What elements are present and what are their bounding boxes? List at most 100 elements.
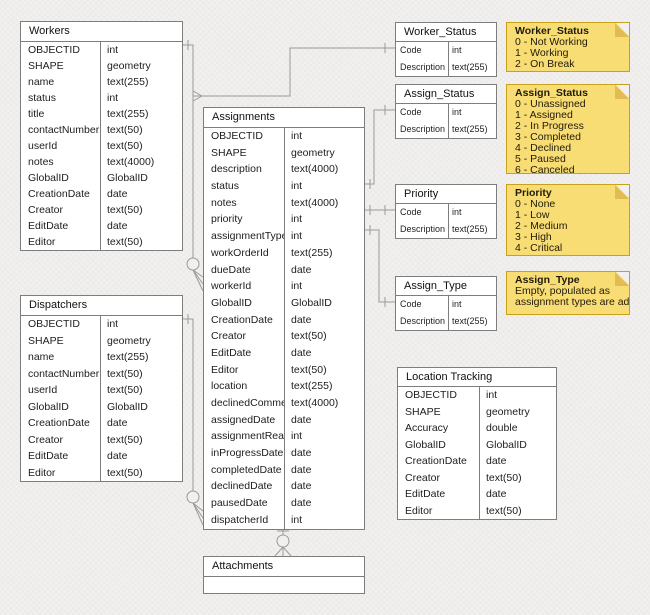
table-row[interactable]: completedDate date — [204, 462, 364, 479]
connector-assignments-assigntype[interactable] — [365, 225, 395, 307]
entity-title[interactable]: Attachments — [204, 557, 364, 577]
entity-location-tracking[interactable]: Location Tracking OBJECTID int SHAPE geo… — [397, 367, 557, 520]
connector-assignments-priority[interactable] — [365, 205, 395, 215]
entity-worker-status[interactable]: Worker_Status Code int Description text(… — [395, 22, 497, 77]
connector-assignments-assignstatus[interactable] — [365, 105, 395, 189]
table-row[interactable]: location text(255) — [204, 378, 364, 395]
table-row[interactable]: notes text(4000) — [204, 195, 364, 212]
table-row[interactable]: SHAPE geometry — [21, 333, 182, 350]
table-row[interactable]: Creator text(50) — [204, 328, 364, 345]
table-row[interactable]: Editor text(50) — [21, 465, 182, 482]
table-row[interactable]: dueDate date — [204, 262, 364, 279]
table-row[interactable]: Code int — [396, 204, 496, 221]
entity-title[interactable]: Assign_Status — [396, 85, 496, 104]
field-rows: Code int Description text(255) — [396, 204, 496, 238]
table-row[interactable]: Creator text(50) — [21, 432, 182, 449]
table-row[interactable]: Description text(255) — [396, 121, 496, 138]
table-row[interactable]: assignedDate date — [204, 412, 364, 429]
table-row[interactable]: pausedDate date — [204, 495, 364, 512]
field-name: Creator — [405, 471, 441, 484]
table-row[interactable]: SHAPE geometry — [204, 145, 364, 162]
table-row[interactable]: Description text(255) — [396, 221, 496, 238]
table-row[interactable]: SHAPE geometry — [21, 58, 182, 74]
table-row[interactable]: CreationDate date — [204, 312, 364, 329]
table-row[interactable]: Creator text(50) — [21, 202, 182, 218]
connector-dispatchers-assignments[interactable] — [183, 314, 204, 526]
entity-assign-status[interactable]: Assign_Status Code int Description text(… — [395, 84, 497, 139]
entity-title[interactable]: Worker_Status — [396, 23, 496, 42]
field-type: text(4000) — [291, 196, 339, 209]
field-type: date — [291, 346, 312, 359]
table-row[interactable]: OBJECTID int — [21, 42, 182, 58]
entity-priority[interactable]: Priority Code int Description text(255) — [395, 184, 497, 239]
table-row[interactable]: Description text(255) — [396, 59, 496, 76]
table-row[interactable]: declinedDate date — [204, 478, 364, 495]
table-row[interactable]: Accuracy double — [398, 420, 556, 437]
table-row[interactable]: priority int — [204, 211, 364, 228]
table-row[interactable]: SHAPE geometry — [398, 404, 556, 421]
entity-title[interactable]: Dispatchers — [21, 296, 182, 316]
connector-workers-workerstatus[interactable] — [192, 43, 395, 102]
table-row[interactable]: contactNumber text(50) — [21, 122, 182, 138]
entity-title[interactable]: Assign_Type — [396, 277, 496, 296]
table-row[interactable]: description text(4000) — [204, 161, 364, 178]
table-row[interactable]: CreationDate date — [21, 415, 182, 432]
entity-workers[interactable]: Workers OBJECTID int SHAPE geometry name… — [20, 21, 183, 251]
connector-assignments-attachments[interactable] — [274, 527, 292, 557]
table-row[interactable]: declinedComment text(4000) — [204, 395, 364, 412]
table-row[interactable]: userId text(50) — [21, 382, 182, 399]
table-row[interactable]: status int — [21, 90, 182, 106]
table-row[interactable]: name text(255) — [21, 74, 182, 90]
table-row[interactable]: EditDate date — [21, 218, 182, 234]
table-row[interactable]: Editor text(50) — [204, 362, 364, 379]
field-name: userId — [28, 384, 58, 396]
table-row[interactable]: contactNumber text(50) — [21, 366, 182, 383]
table-row[interactable]: EditDate date — [21, 448, 182, 465]
table-row[interactable]: EditDate date — [204, 345, 364, 362]
table-row[interactable]: name text(255) — [21, 349, 182, 366]
table-row[interactable]: GlobalID GlobalID — [21, 399, 182, 416]
table-row[interactable]: CreationDate date — [21, 186, 182, 202]
table-row[interactable]: Code int — [396, 296, 496, 313]
entity-assign-type[interactable]: Assign_Type Code int Description text(25… — [395, 276, 497, 331]
table-row[interactable]: title text(255) — [21, 106, 182, 122]
table-row[interactable]: inProgressDate date — [204, 445, 364, 462]
table-row[interactable]: Editor text(50) — [398, 503, 556, 520]
table-row[interactable]: workOrderId text(255) — [204, 245, 364, 262]
table-row[interactable]: OBJECTID int — [21, 316, 182, 333]
table-row[interactable]: userId text(50) — [21, 138, 182, 154]
entity-title[interactable]: Workers — [21, 22, 182, 42]
table-row[interactable]: dispatcherId int — [204, 512, 364, 529]
table-row[interactable]: CreationDate date — [398, 453, 556, 470]
table-row[interactable]: status int — [204, 178, 364, 195]
table-row[interactable]: GlobalID GlobalID — [204, 295, 364, 312]
table-row[interactable]: GlobalID GlobalID — [21, 170, 182, 186]
entity-assignments[interactable]: Assignments OBJECTID int SHAPE geometry … — [203, 107, 365, 530]
table-row[interactable]: workerId int — [204, 278, 364, 295]
entity-title[interactable]: Assignments — [204, 108, 364, 128]
table-row[interactable]: Creator text(50) — [398, 470, 556, 487]
table-row[interactable]: EditDate date — [398, 486, 556, 503]
table-row[interactable]: Code int — [396, 42, 496, 59]
table-row[interactable]: notes text(4000) — [21, 154, 182, 170]
table-row[interactable]: Editor text(50) — [21, 234, 182, 250]
table-row[interactable]: Code int — [396, 104, 496, 121]
table-row[interactable]: assignmentType int — [204, 228, 364, 245]
table-row[interactable]: assignmentRead int — [204, 428, 364, 445]
entity-title[interactable]: Priority — [396, 185, 496, 204]
entity-attachments[interactable]: Attachments — [203, 556, 365, 594]
table-row[interactable]: OBJECTID int — [398, 387, 556, 404]
table-row[interactable]: OBJECTID int — [204, 128, 364, 145]
note-line: 4 - Critical — [515, 242, 563, 254]
table-row[interactable]: GlobalID GlobalID — [398, 437, 556, 454]
entity-title[interactable]: Location Tracking — [398, 368, 556, 387]
table-row[interactable]: Description text(255) — [396, 313, 496, 330]
note-line: 1 - Low — [515, 209, 550, 221]
connector-workers-assignments[interactable] — [183, 40, 204, 292]
entity-dispatchers[interactable]: Dispatchers OBJECTID int SHAPE geometry … — [20, 295, 183, 482]
